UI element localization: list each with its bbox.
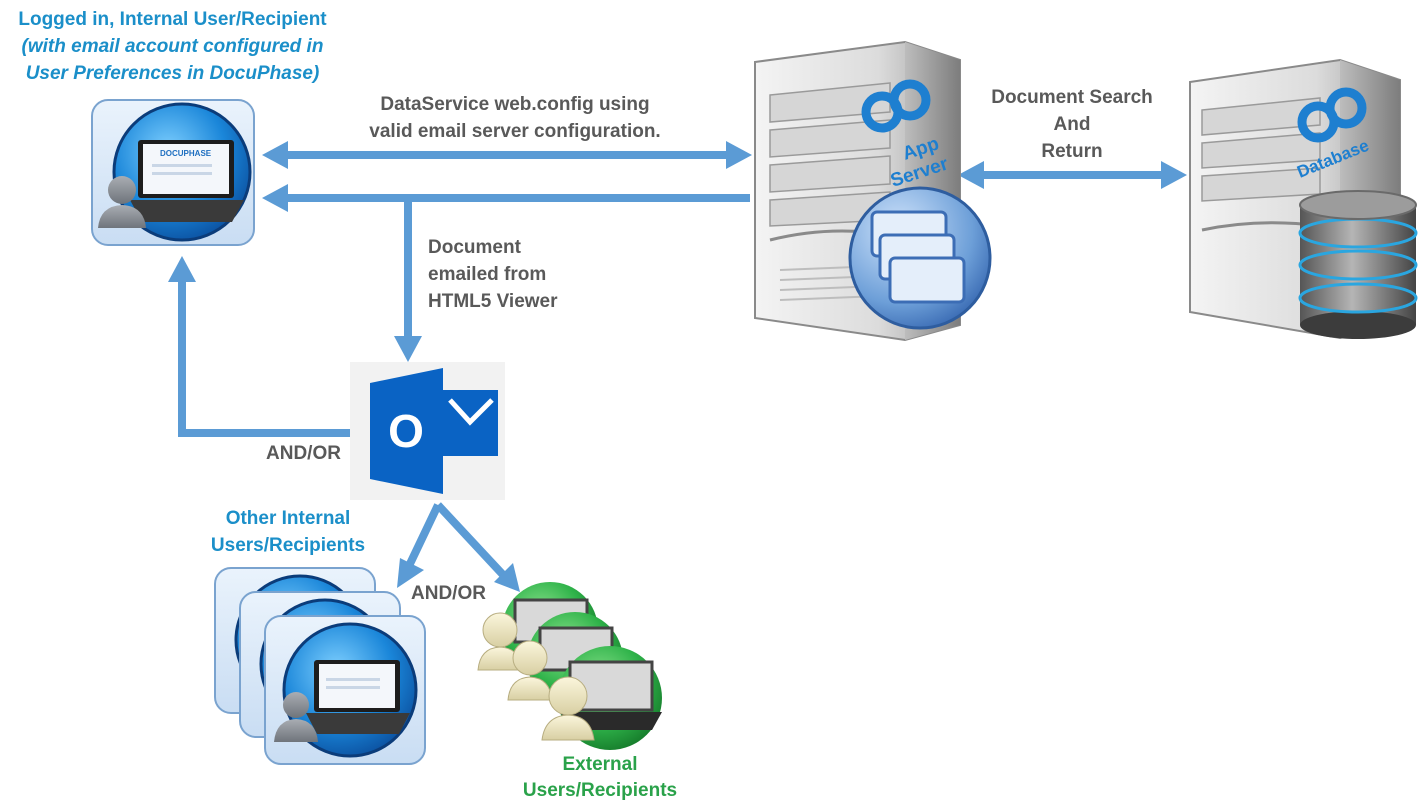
screens-bubble-icon [848, 186, 992, 330]
arrowhead-right-search [1161, 161, 1187, 189]
and-or-bottom-label: AND/OR [411, 583, 486, 604]
database-server: Database [1189, 58, 1418, 340]
arrowhead-external [494, 563, 520, 592]
logged-in-user-subtitle-2: User Preferences in DocuPhase) [25, 63, 320, 84]
laptop-user-icon [274, 660, 410, 742]
arrowhead-internal [397, 558, 424, 588]
external-label-1: External [562, 754, 638, 775]
search-label-2: And [1053, 114, 1091, 135]
docuphase-logo-app [861, 79, 931, 133]
brand-label: DOCUPHASE [160, 149, 212, 158]
other-internal-users-stack [214, 567, 426, 765]
document-emailed-label-1: Document [428, 237, 521, 258]
other-internal-label-2: Users/Recipients [210, 535, 366, 556]
arrowhead-down-outlook [394, 336, 422, 362]
arrowhead-left-second [262, 184, 288, 212]
external-user-front [541, 646, 662, 750]
arrowhead-right-top [726, 141, 752, 169]
logged-in-user-tile: DOCUPHASE [91, 99, 255, 246]
and-or-up-line [178, 275, 352, 437]
branch-internal-line [404, 503, 442, 570]
search-label-1: Document Search [991, 87, 1153, 108]
internal-user-tile-front [264, 615, 426, 765]
dataservice-label-2: valid email server configuration. [369, 121, 661, 142]
outlook-letter: O [388, 405, 424, 457]
other-internal-label-1: Other Internal [225, 508, 351, 529]
external-users-stack [477, 582, 662, 750]
laptop-user-icon: DOCUPHASE [98, 140, 244, 228]
branch-external-line [435, 502, 509, 581]
docuphase-logo-db [1297, 87, 1367, 143]
database-cylinder-icon [1298, 190, 1418, 339]
arrows [178, 151, 1165, 581]
and-or-left-label: AND/OR [266, 443, 341, 464]
outlook-icon[interactable]: O [350, 362, 505, 500]
arrowhead-left-search [958, 161, 984, 189]
arrowhead-left-top [262, 141, 288, 169]
arrowhead-up-user [168, 256, 196, 282]
arrowheads [168, 141, 1187, 592]
external-label-2: Users/Recipients [522, 780, 678, 801]
app-server: App Server [754, 40, 992, 342]
document-emailed-label-3: HTML5 Viewer [428, 291, 558, 312]
logged-in-user-subtitle-1: (with email account configured in [21, 36, 324, 57]
dataservice-label-1: DataService web.config using [380, 94, 650, 115]
search-label-3: Return [1041, 141, 1103, 162]
document-emailed-label-2: emailed from [428, 264, 547, 285]
logged-in-user-title: Logged in, Internal User/Recipient [18, 9, 327, 30]
